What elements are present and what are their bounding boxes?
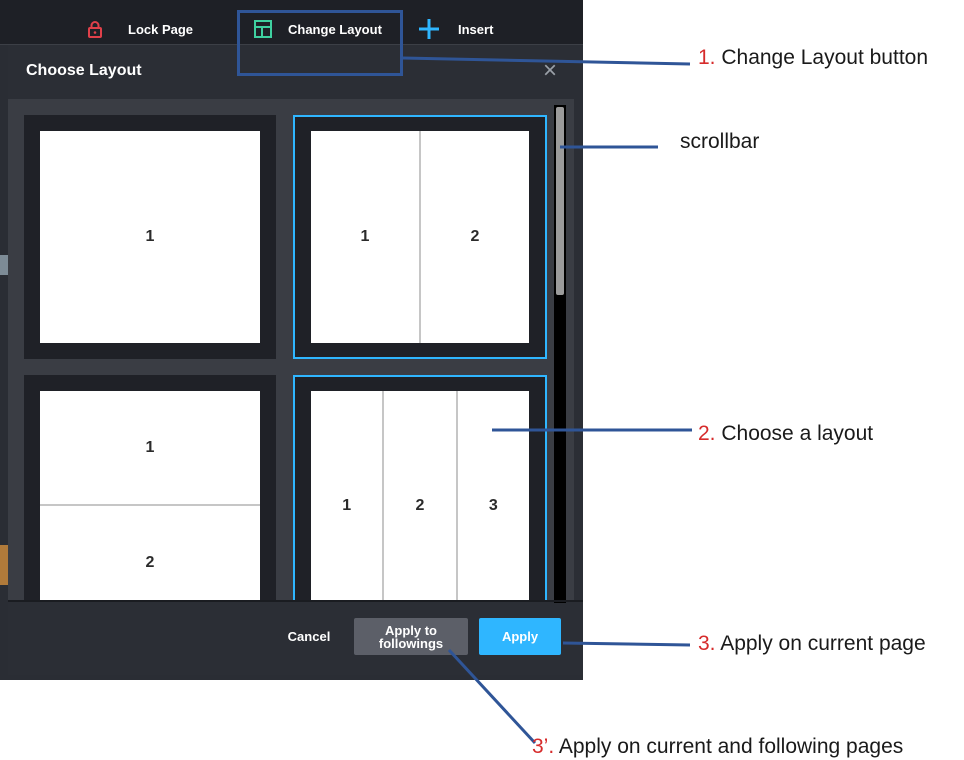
layout-option-three-column[interactable]: 1 2 3	[293, 375, 547, 601]
apply-to-followings-label: Apply to followings	[379, 624, 443, 650]
annotation-choose-layout: 2. Choose a layout	[698, 422, 873, 446]
annotation-number: 2.	[698, 422, 716, 445]
layout-preview: 1	[40, 131, 260, 343]
layout-cell: 1	[145, 228, 155, 245]
layout-cell: 1	[360, 228, 370, 245]
annotation-apply-current: 3. Apply on current page	[698, 632, 926, 656]
annotation-label: Apply on current and following pages	[554, 735, 904, 758]
layout-preview: 1 2	[40, 391, 260, 601]
layout-cell: 2	[419, 131, 529, 343]
lock-page-button[interactable]: Lock Page	[84, 14, 200, 44]
annotation-label: scrollbar	[680, 130, 760, 153]
annotation-label: Apply on current page	[715, 632, 926, 655]
layout-cell: 2	[40, 504, 260, 601]
scrollbar-thumb[interactable]	[556, 107, 564, 295]
scrollbar[interactable]	[554, 105, 566, 603]
annotation-number: 3’.	[532, 735, 555, 758]
annotation-number: 1.	[698, 46, 716, 69]
change-layout-button[interactable]: Change Layout	[252, 14, 390, 44]
change-layout-highlight	[237, 10, 403, 76]
annotation-label: Choose a layout	[715, 422, 874, 445]
layout-option-two-row[interactable]: 1 2	[24, 375, 276, 601]
callout-line-change-layout	[402, 56, 691, 66]
footer-divider	[8, 600, 583, 602]
toolbar-divider	[0, 44, 583, 45]
layout-cell: 1	[145, 438, 155, 456]
layout-option-two-column[interactable]: 1 2	[293, 115, 547, 359]
insert-button[interactable]: Insert	[418, 14, 502, 44]
layout-icon	[252, 18, 274, 40]
annotation-label: Change Layout button	[715, 46, 929, 69]
lock-page-label: Lock Page	[128, 21, 194, 37]
close-icon[interactable]: ×	[542, 57, 557, 84]
callout-line-apply-current	[562, 641, 691, 647]
annotation-change-layout: 1. Change Layout button	[698, 46, 928, 70]
insert-label: Insert	[458, 21, 494, 37]
annotation-scrollbar: scrollbar	[680, 130, 759, 154]
plus-icon	[418, 18, 440, 40]
callout-line-apply-following	[447, 648, 537, 745]
annotation-number: 3.	[698, 632, 716, 655]
layout-preview: 1 2 3	[311, 391, 529, 601]
lock-icon	[84, 18, 106, 40]
layout-grid[interactable]: 1 1 2 1 2 1 2 3	[8, 99, 574, 601]
choose-layout-dialog: Choose Layout × 1 1 2 1 2 1 2	[8, 45, 583, 675]
layout-cell: 1	[342, 497, 352, 514]
apply-to-followings-button[interactable]: Apply to followings	[354, 618, 468, 655]
annotation-apply-following: 3’. Apply on current and following pages	[532, 735, 903, 759]
top-toolbar: Lock Page Change Layout Insert	[0, 0, 583, 45]
cancel-button[interactable]: Cancel	[287, 628, 331, 644]
dialog-title: Choose Layout	[26, 62, 142, 79]
apply-to-followings-line: Apply to	[385, 622, 437, 638]
layout-option-single[interactable]: 1	[24, 115, 276, 359]
apply-to-followings-line: followings	[378, 635, 444, 651]
layout-cell: 2	[382, 391, 455, 601]
change-layout-label: Change Layout	[288, 21, 382, 37]
background-strip	[0, 255, 8, 275]
apply-button[interactable]: Apply	[479, 618, 561, 655]
layout-preview: 1 2	[311, 131, 529, 343]
background-strip	[0, 545, 8, 585]
layout-cell: 3	[455, 391, 529, 601]
